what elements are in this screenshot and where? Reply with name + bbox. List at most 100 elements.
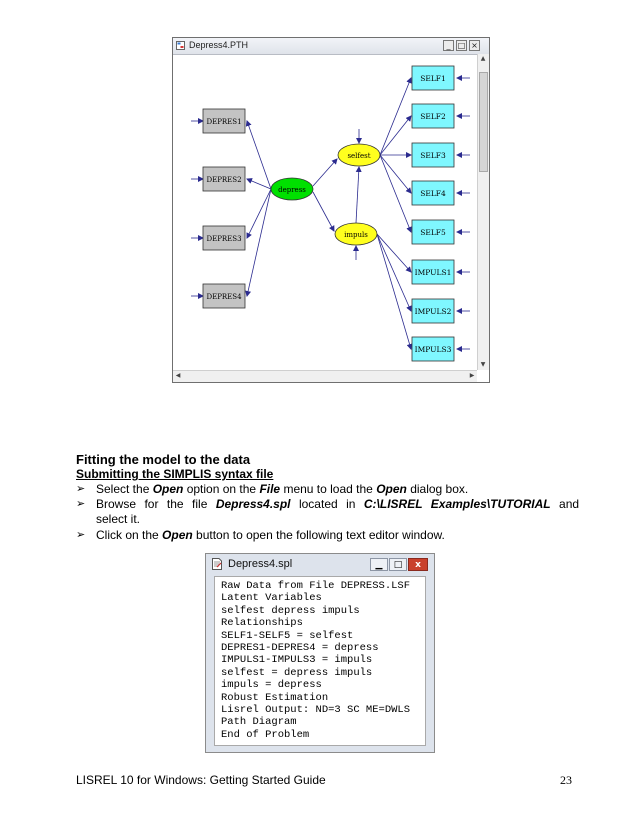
path-arrow xyxy=(376,233,413,350)
bullet-text: file xyxy=(192,497,208,511)
path-arrow xyxy=(376,233,412,312)
latent-variable-label: selfest xyxy=(347,152,370,160)
cause-variable-box[interactable] xyxy=(202,283,246,309)
observed-variable-box[interactable] xyxy=(411,298,455,324)
cause-variable-box[interactable] xyxy=(202,166,246,192)
path-arrow xyxy=(379,115,412,156)
maximize-button[interactable]: □ xyxy=(456,40,467,51)
bullet-text: for xyxy=(144,497,159,511)
path-arrow xyxy=(312,158,338,187)
scroll-down-arrow-icon[interactable]: ▼ xyxy=(480,361,486,368)
path-arrow xyxy=(246,188,272,239)
path-diagram-canvas: SELF1SELF2SELF3SELF4SELF5IMPULS1IMPULS2I… xyxy=(191,65,470,362)
bullet-browse-line: Browse for the file Depress4.spl located… xyxy=(96,497,579,511)
section-heading: Fitting the model to the data xyxy=(76,452,251,467)
bullet-text: the xyxy=(166,497,184,511)
editor-code-line: selfest = depress impuls xyxy=(221,666,373,679)
observed-variable-label: IMPULS3 xyxy=(415,345,452,354)
observed-variable-box[interactable] xyxy=(411,259,455,285)
path-arrow xyxy=(246,178,272,190)
observed-variable-box[interactable] xyxy=(411,103,455,129)
observed-variable-box[interactable] xyxy=(411,180,455,206)
latent-variable-ellipse[interactable] xyxy=(334,222,378,246)
vertical-scrollbar[interactable]: ▲ ▼ xyxy=(477,54,489,370)
editor-maximize-button[interactable]: □ xyxy=(389,558,407,571)
bullet-text: and xyxy=(559,497,580,511)
path-diagram-app-icon xyxy=(176,41,185,50)
bullet-text: button to open the following text editor… xyxy=(192,528,445,542)
arrow-bullet-icon: ➢ xyxy=(76,482,86,495)
observed-variable-box[interactable] xyxy=(411,65,455,91)
editor-window-title: Depress4.spl xyxy=(228,558,293,570)
bullet-emphasis: Open xyxy=(152,482,184,496)
bullet-text: dialog box. xyxy=(406,482,469,496)
editor-code-line: selfest depress impuls xyxy=(221,604,360,617)
observed-variable-label: IMPULS2 xyxy=(415,307,452,316)
vertical-scroll-thumb[interactable] xyxy=(479,72,488,172)
editor-code-line: impuls = depress xyxy=(221,679,322,692)
bullet-text: select it. xyxy=(96,512,141,526)
editor-minimize-button[interactable]: ▁ xyxy=(370,558,388,571)
bullet-text: in xyxy=(346,497,356,511)
bullet-emphasis: Depress4.spl xyxy=(215,497,291,511)
cause-variable-box[interactable] xyxy=(202,108,246,134)
cause-variable-label: DEPRES2 xyxy=(206,176,241,184)
arrow-bullet-icon: ➢ xyxy=(76,528,86,541)
document-icon xyxy=(212,558,222,570)
observed-variable-label: SELF3 xyxy=(420,151,446,160)
path-arrow xyxy=(379,154,412,194)
observed-variable-box[interactable] xyxy=(411,219,455,245)
footer-title: LISREL 10 for Windows: Getting Started G… xyxy=(76,773,326,787)
observed-variable-label: SELF4 xyxy=(420,189,446,198)
observed-variable-box[interactable] xyxy=(411,142,455,168)
path-arrow xyxy=(379,154,412,233)
editor-code-line: Relationships xyxy=(221,617,303,630)
path-nodes: SELF1SELF2SELF3SELF4SELF5IMPULS1IMPULS2I… xyxy=(202,65,455,362)
bullet-text: Browse xyxy=(96,497,137,511)
latent-variable-ellipse[interactable] xyxy=(270,177,314,201)
latent-variable-label: impuls xyxy=(344,231,368,239)
path-arrow xyxy=(379,77,412,156)
bullet-emphasis: C:\LISREL Examples\TUTORIAL xyxy=(363,497,551,511)
latent-variable-ellipse[interactable] xyxy=(337,143,381,167)
observed-variable-label: SELF1 xyxy=(420,74,446,83)
scroll-up-arrow-icon[interactable]: ▲ xyxy=(480,55,486,62)
bullet-text: Click on the xyxy=(96,528,163,542)
bullet-emphasis: Open xyxy=(376,482,407,496)
minimize-button[interactable]: _ xyxy=(443,40,454,51)
scroll-right-arrow-icon[interactable]: ▶ xyxy=(469,372,475,379)
editor-close-button[interactable]: x xyxy=(408,558,428,571)
path-window-titlebar[interactable]: Depress4.PTH _ □ × xyxy=(173,38,489,55)
horizontal-scrollbar[interactable]: ◀ ▶ xyxy=(173,370,477,382)
bullet-emphasis: Open xyxy=(162,528,193,542)
close-button[interactable]: × xyxy=(469,40,480,51)
scroll-left-arrow-icon[interactable]: ◀ xyxy=(175,372,181,379)
arrow-bullet-icon: ➢ xyxy=(76,497,86,510)
bullet-text: Select the xyxy=(96,482,153,496)
path-arrow xyxy=(245,188,272,297)
cause-variable-label: DEPRES4 xyxy=(206,293,242,301)
subheading: Submitting the SIMPLIS syntax file xyxy=(76,467,274,481)
cause-variable-label: DEPRES1 xyxy=(206,118,241,126)
path-window-title: Depress4.PTH xyxy=(189,40,249,50)
observed-variable-label: SELF5 xyxy=(420,228,446,237)
editor-code-line: Latent Variables xyxy=(221,592,322,605)
editor-code-line: Lisrel Output: ND=3 SC ME=DWLS xyxy=(221,704,411,716)
editor-code-line: IMPULS1-IMPULS3 = impuls xyxy=(221,654,373,667)
path-arrow xyxy=(312,191,335,232)
bullet-text: located xyxy=(298,497,338,511)
cause-variable-label: DEPRES3 xyxy=(206,235,241,243)
path-arrow xyxy=(355,166,362,224)
editor-code-line: SELF1-SELF5 = selfest xyxy=(221,629,354,642)
latent-variable-label: depress xyxy=(278,186,306,194)
bullet-text: menu to load the xyxy=(280,482,377,496)
cause-variable-box[interactable] xyxy=(202,225,246,251)
observed-variable-label: IMPULS1 xyxy=(415,268,452,277)
page-number: 23 xyxy=(560,773,572,787)
editor-code-line: End of Problem xyxy=(221,728,310,741)
editor-code-line: DEPRES1-DEPRES4 = depress xyxy=(221,642,379,654)
observed-variable-box[interactable] xyxy=(411,336,455,362)
editor-window-titlebar[interactable]: Depress4.spl ▁ □ x xyxy=(206,554,434,574)
